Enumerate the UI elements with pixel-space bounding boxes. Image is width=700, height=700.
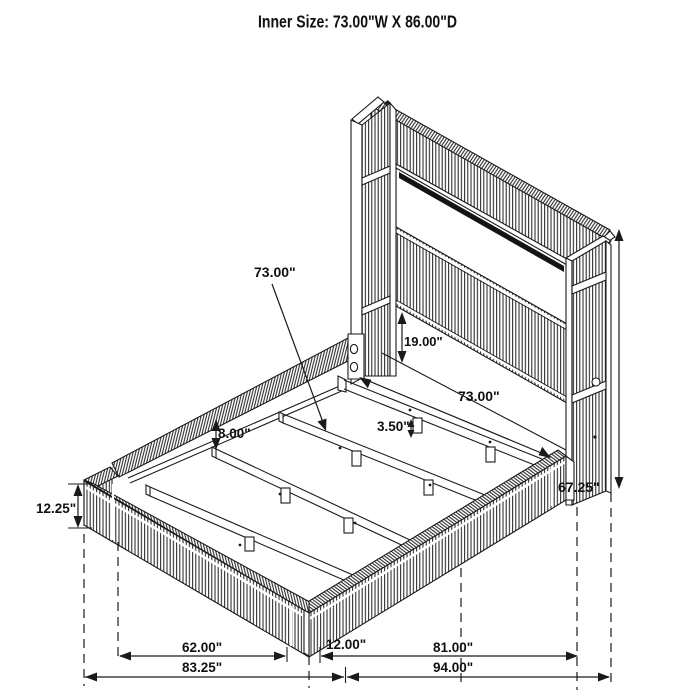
svg-text:3.50": 3.50" xyxy=(377,419,410,434)
svg-text:94.00": 94.00" xyxy=(433,660,473,675)
svg-text:19.00": 19.00" xyxy=(404,334,443,349)
svg-text:Inner Size: 73.00"W X 86.00"D: Inner Size: 73.00"W X 86.00"D xyxy=(258,12,457,32)
svg-text:73.00": 73.00" xyxy=(458,388,500,404)
svg-text:83.25": 83.25" xyxy=(182,660,222,675)
svg-text:62.00": 62.00" xyxy=(182,640,222,655)
svg-text:81.00": 81.00" xyxy=(433,640,473,655)
svg-text:8.00": 8.00" xyxy=(218,426,251,441)
svg-text:12.25": 12.25" xyxy=(36,501,76,516)
svg-text:73.00": 73.00" xyxy=(254,264,296,280)
svg-text:12.00": 12.00" xyxy=(326,637,366,652)
svg-text:67.25": 67.25" xyxy=(558,479,600,495)
